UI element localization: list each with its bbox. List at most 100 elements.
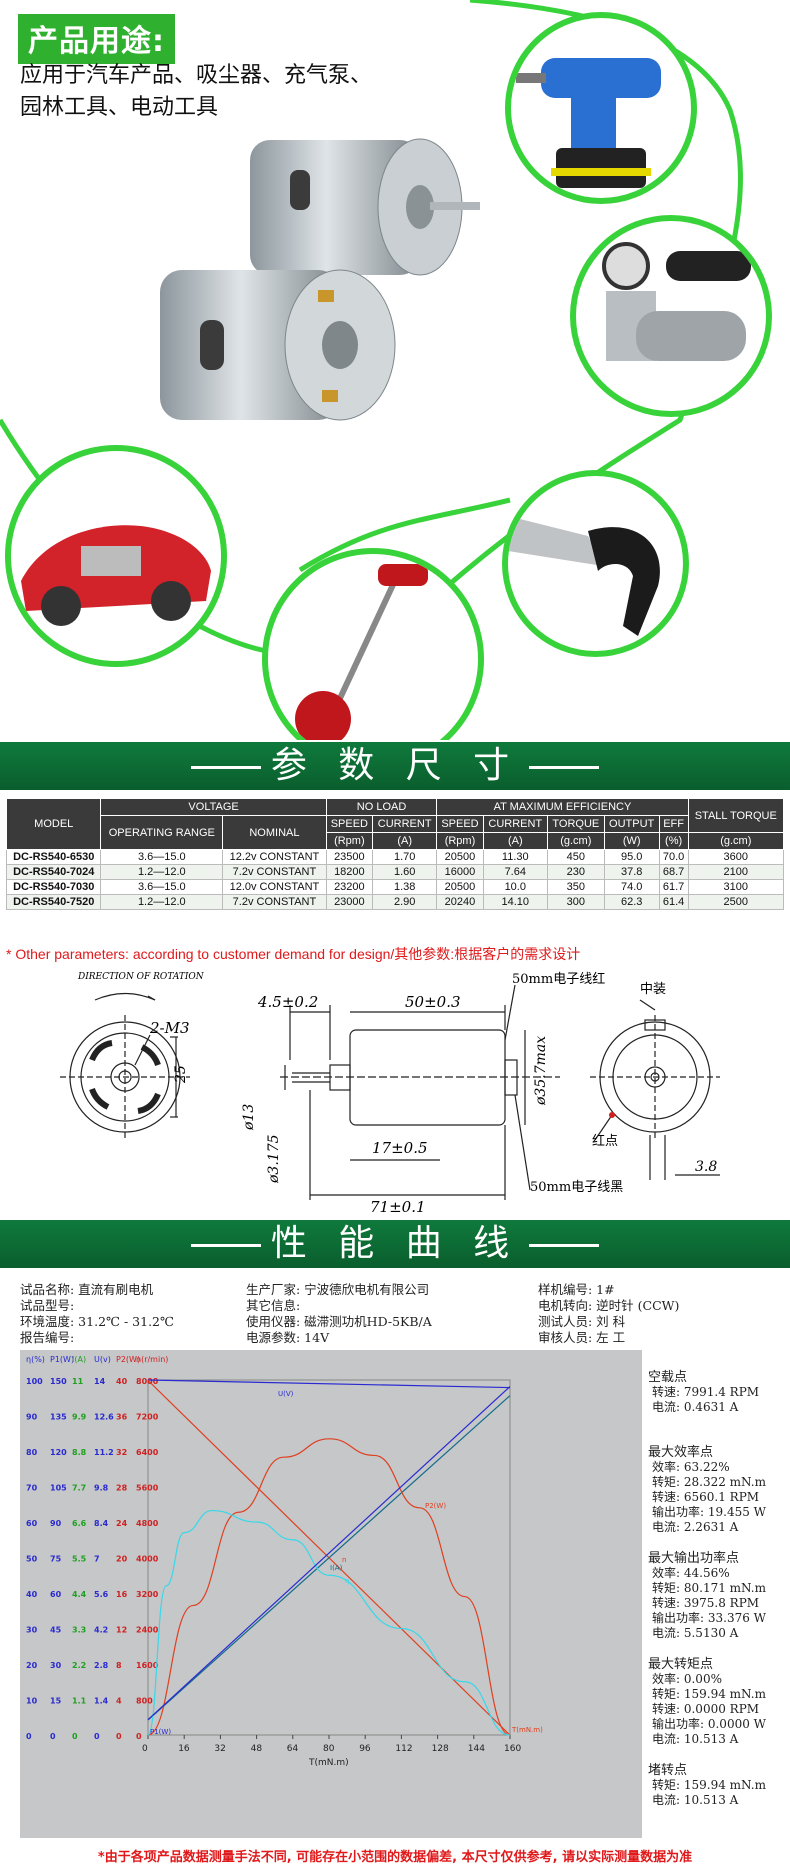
table-cell: 14.10 <box>482 894 548 910</box>
params-title: 参 数 尺 寸 <box>270 745 520 786</box>
th-nl-speed: SPEED <box>325 815 374 833</box>
x-tick-label: 64 <box>287 1744 299 1754</box>
d45-label: 4.5±0.2 <box>257 993 318 1011</box>
noload-title: 空载点 <box>648 1370 688 1385</box>
d3175-label: ø3.175 <box>266 1134 282 1184</box>
series-label: n <box>342 1556 346 1564</box>
y-tick-label: 12 <box>116 1626 127 1635</box>
y-tick-label: 32 <box>116 1448 127 1457</box>
dimension-drawing: DIRECTION OF ROTATION 2-M3 25 4.5±0.2 50… <box>60 971 720 1216</box>
y-tick-label: 50 <box>26 1555 38 1564</box>
x-tick-label: 128 <box>432 1744 449 1754</box>
dash-left <box>190 765 261 769</box>
maxeff-row: 输出功率: 19.455 W <box>652 1505 766 1519</box>
y-tick-label: 60 <box>26 1519 38 1528</box>
th-me-eff: EFF <box>658 815 689 833</box>
table-cell: 23200 <box>325 879 374 895</box>
table-cell: 300 <box>546 894 605 910</box>
d25-label: 25 <box>173 1065 189 1084</box>
maxtorque-title: 最大转矩点 <box>648 1657 714 1672</box>
usage-badge: 产品用途: <box>18 14 175 64</box>
series-line <box>147 1379 511 1389</box>
info-col-3: 样机编号: 1# 电机转向: 逆时针 (CCW) 测试人员: 刘 科 审核人员:… <box>538 1282 679 1346</box>
usage-line-1: 应用于汽车产品、吸尘器、充气泵、 <box>20 63 373 88</box>
table-cell: 23000 <box>325 894 374 910</box>
connector-lines <box>0 0 743 658</box>
info-line: 生产厂家: 宁波德欣电机有限公司 <box>246 1282 430 1297</box>
series-label: U(V) <box>278 1390 294 1398</box>
y-tick-label: 8.8 <box>72 1448 87 1457</box>
th-unit-pct: (%) <box>658 832 689 850</box>
series-label: I(A) <box>330 1564 343 1572</box>
maxpow-row: 转矩: 80.171 mN.m <box>652 1581 766 1595</box>
x-tick-label: 0 <box>142 1744 148 1754</box>
table-cell: 95.0 <box>603 849 660 865</box>
y-tick-label: 4.2 <box>94 1626 108 1635</box>
axis-header: P2(W) <box>116 1355 140 1364</box>
table-cell: 7.2v CONSTANT <box>222 894 327 910</box>
table-cell: 20500 <box>436 879 484 895</box>
th-voltage: VOLTAGE <box>100 798 327 816</box>
y-tick-label: 1.4 <box>94 1697 109 1706</box>
y-tick-label: 0 <box>72 1732 78 1741</box>
footer-note: *由于各项产品数据测量手法不同, 可能存在小范围的数据偏差, 本尺寸仅供参考, … <box>97 1850 693 1865</box>
table-cell: 12.0v CONSTANT <box>222 879 327 895</box>
th-unit-rpm-2: (Rpm) <box>436 832 484 850</box>
y-tick-label: 3200 <box>136 1590 159 1599</box>
y-tick-label: 7 <box>94 1555 100 1564</box>
y-tick-label: 3.3 <box>72 1626 86 1635</box>
table-cell: DC-RS540-7520 <box>5 894 102 910</box>
th-model: MODEL <box>5 798 102 850</box>
maxpow-row: 电流: 5.5130 A <box>652 1626 739 1640</box>
pump-icon <box>602 242 751 361</box>
table-cell: 10.0 <box>482 879 548 895</box>
table-cell: 61.4 <box>658 894 689 910</box>
y-tick-label: 36 <box>116 1413 128 1422</box>
drill-icon <box>516 58 661 188</box>
y-tick-label: 0 <box>26 1732 32 1741</box>
x-tick-label: 48 <box>251 1744 263 1754</box>
stall-title: 堵转点 <box>648 1763 688 1778</box>
th-maxeff: AT MAXIMUM EFFICIENCY <box>436 798 689 816</box>
d13-label: ø13 <box>241 1104 257 1131</box>
th-operating: OPERATING RANGE <box>100 815 224 850</box>
y-tick-label: 1.1 <box>72 1697 87 1706</box>
table-cell: 62.3 <box>603 894 660 910</box>
y-tick-label: 40 <box>116 1377 128 1386</box>
th-stall: STALL TORQUE <box>687 798 785 833</box>
pump-circle <box>570 215 772 417</box>
curve-title: 性 能 曲 线 <box>270 1223 520 1264</box>
trimmer-circle <box>262 548 484 740</box>
x-tick-label: 16 <box>178 1744 190 1754</box>
table-cell: 230 <box>546 864 605 880</box>
y-tick-label: 11 <box>72 1377 84 1386</box>
maxeff-row: 转矩: 28.322 mN.m <box>652 1475 766 1489</box>
table-cell: DC-RS540-6530 <box>5 849 102 865</box>
m3-label: 2-M3 <box>149 1019 190 1037</box>
series-line <box>147 1395 511 1721</box>
y-tick-label: 4800 <box>136 1519 159 1528</box>
maxeff-row: 效率: 63.22% <box>652 1460 730 1474</box>
y-tick-label: 9.8 <box>94 1484 109 1493</box>
y-tick-label: 20 <box>26 1661 38 1670</box>
axis-header: I(A) <box>72 1355 86 1364</box>
info-line: 样机编号: 1# <box>538 1282 615 1297</box>
car-circle <box>5 445 227 667</box>
stall-row: 电流: 10.513 A <box>652 1793 739 1807</box>
maxeff-row: 电流: 2.2631 A <box>652 1520 739 1534</box>
series-label: T(mN.m) <box>511 1726 543 1734</box>
maxtorque-row: 输出功率: 0.0000 W <box>652 1717 766 1731</box>
y-tick-label: 5.5 <box>72 1555 87 1564</box>
params-section-bar: 参 数 尺 寸 <box>0 742 790 790</box>
y-tick-label: 5.6 <box>94 1590 109 1599</box>
y-tick-label: 45 <box>50 1626 62 1635</box>
th-me-current: CURRENT <box>482 815 548 833</box>
d175-label: 17±0.5 <box>372 1139 428 1157</box>
table-cell: 3100 <box>687 879 785 895</box>
info-line: 试品名称: 直流有刷电机 <box>20 1282 154 1297</box>
y-tick-label: 15 <box>50 1697 62 1706</box>
th-noload: NO LOAD <box>325 798 438 816</box>
info-line: 测试人员: 刘 科 <box>538 1314 626 1329</box>
